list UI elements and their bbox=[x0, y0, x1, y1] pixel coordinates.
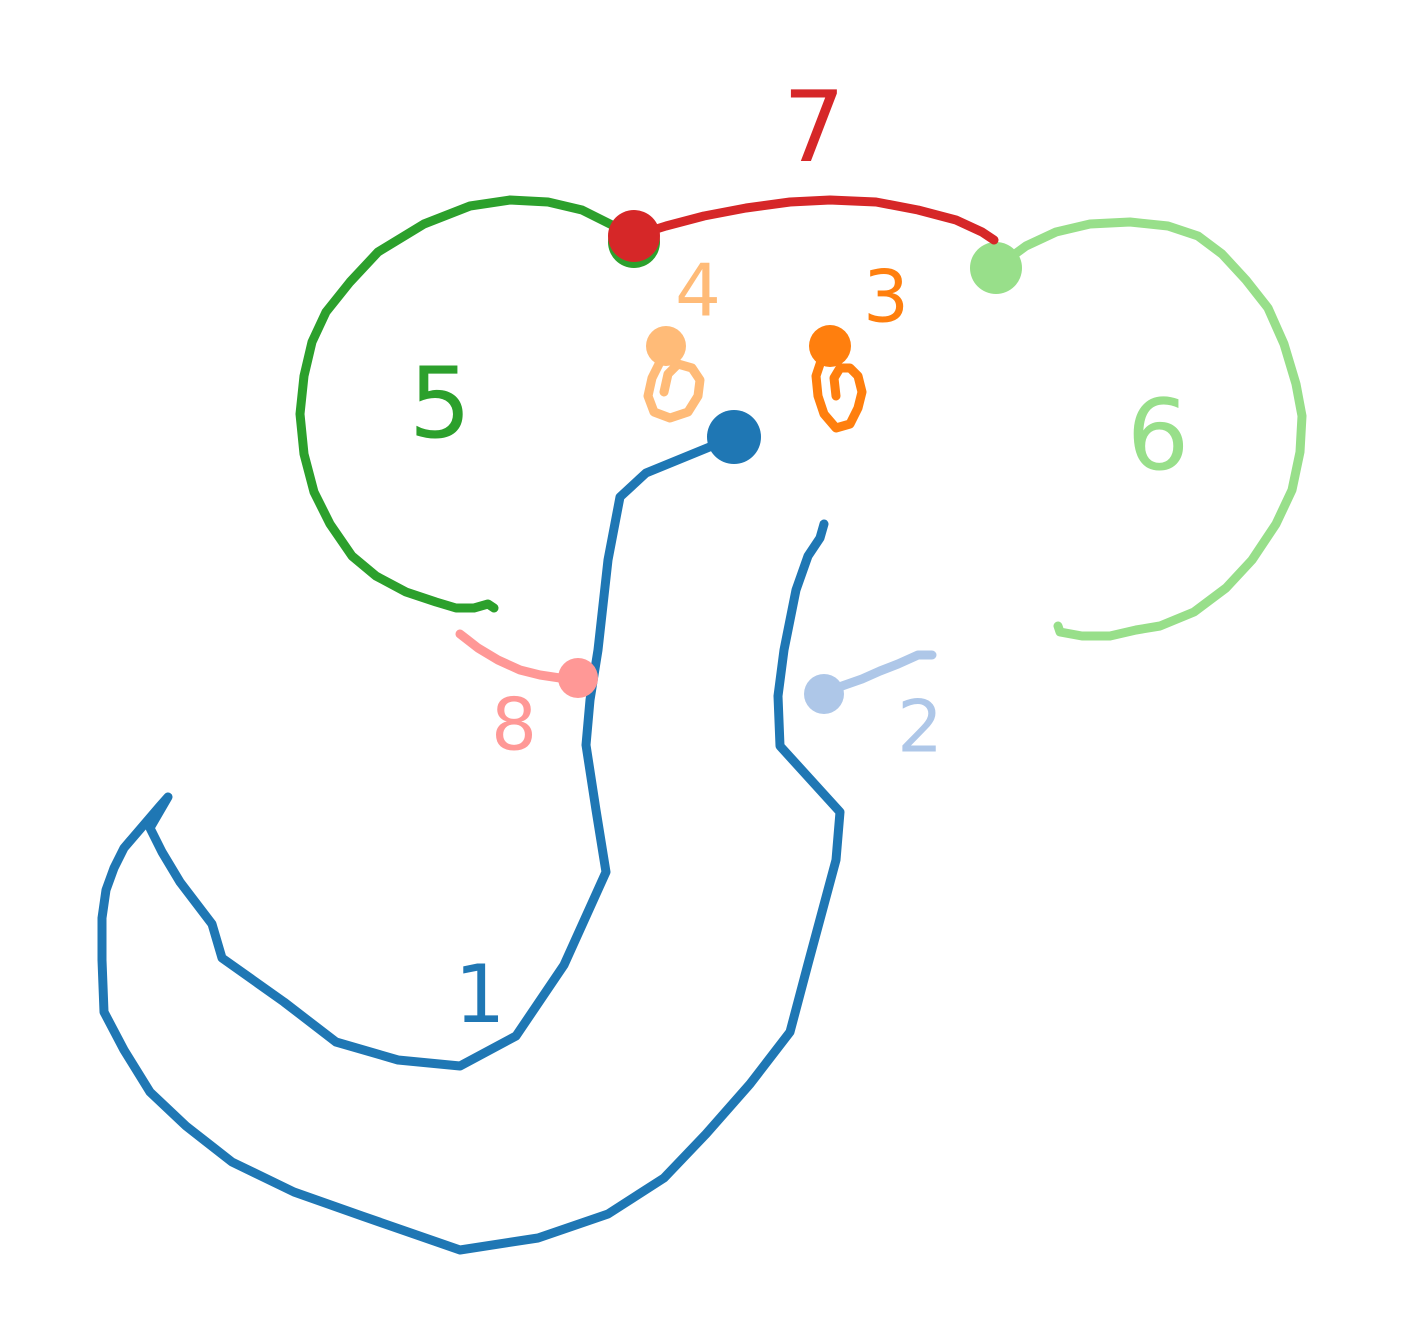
stroke-8-label: 8 bbox=[491, 683, 537, 767]
stroke-7-path bbox=[629, 195, 999, 245]
stroke-1: 1 bbox=[97, 410, 845, 1255]
stroke-7-label: 7 bbox=[783, 71, 845, 185]
stroke-2-label: 2 bbox=[897, 685, 943, 769]
stroke-6: 6 bbox=[970, 217, 1307, 641]
stroke-1-path bbox=[97, 432, 845, 1255]
stroke-8-start-dot bbox=[558, 658, 598, 698]
stroke-5-label: 5 bbox=[409, 347, 471, 461]
stroke-4-label: 4 bbox=[675, 249, 721, 333]
stroke-2: 2 bbox=[804, 650, 943, 769]
stroke-3-path bbox=[811, 341, 867, 433]
stroke-2-start-dot bbox=[804, 674, 844, 714]
stroke-1-start-dot bbox=[707, 410, 761, 464]
stroke-4-start-dot bbox=[646, 326, 686, 366]
stroke-6-start-dot bbox=[970, 242, 1022, 294]
stroke-7-start-dot bbox=[608, 210, 660, 262]
stroke-4-path bbox=[643, 341, 705, 423]
stroke-3-start-dot bbox=[809, 325, 851, 367]
stroke-3: 3 bbox=[809, 255, 909, 433]
stroke-8: 8 bbox=[455, 629, 598, 767]
stroke-7: 7 bbox=[608, 71, 999, 262]
stroke-6-label: 6 bbox=[1127, 379, 1189, 493]
stroke-4: 4 bbox=[643, 249, 721, 423]
stroke-3-label: 3 bbox=[863, 255, 909, 339]
stroke-1-label: 1 bbox=[455, 948, 506, 1041]
stroke-5-path bbox=[295, 195, 639, 613]
stroke-6-path bbox=[991, 217, 1307, 641]
